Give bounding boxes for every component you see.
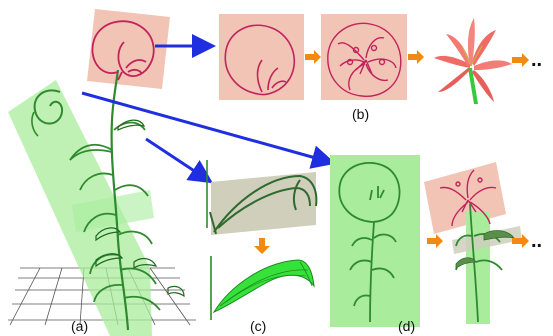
continuation-b: ..	[531, 49, 542, 71]
flower-region-b1	[219, 14, 304, 100]
panel-b: .. (b)	[219, 14, 542, 122]
continuation-d: ..	[531, 230, 542, 252]
panel-d: .. (d)	[330, 155, 542, 334]
step-arrow-c	[254, 238, 270, 254]
stem-region-d	[330, 155, 420, 327]
panel-d-label: (d)	[398, 318, 415, 334]
step-arrow-d1	[427, 234, 443, 248]
flower-region-b2	[321, 14, 407, 100]
step-arrow-b3	[512, 53, 529, 67]
panel-a-label: (a)	[71, 318, 88, 334]
panel-a: (a)	[8, 9, 196, 336]
leaf-3d	[214, 260, 314, 312]
lily-3d	[434, 18, 512, 104]
leaf-region-c	[211, 172, 316, 235]
arrow-stem-to-d	[82, 93, 330, 162]
arrow-leaf-to-c	[146, 139, 208, 180]
flower-region-d	[424, 162, 506, 234]
panel-b-label: (b)	[352, 106, 369, 122]
step-arrow-b2	[408, 50, 424, 64]
panel-c: (c)	[207, 160, 316, 334]
panel-c-label: (c)	[250, 318, 266, 334]
step-arrow-b1	[305, 50, 321, 64]
